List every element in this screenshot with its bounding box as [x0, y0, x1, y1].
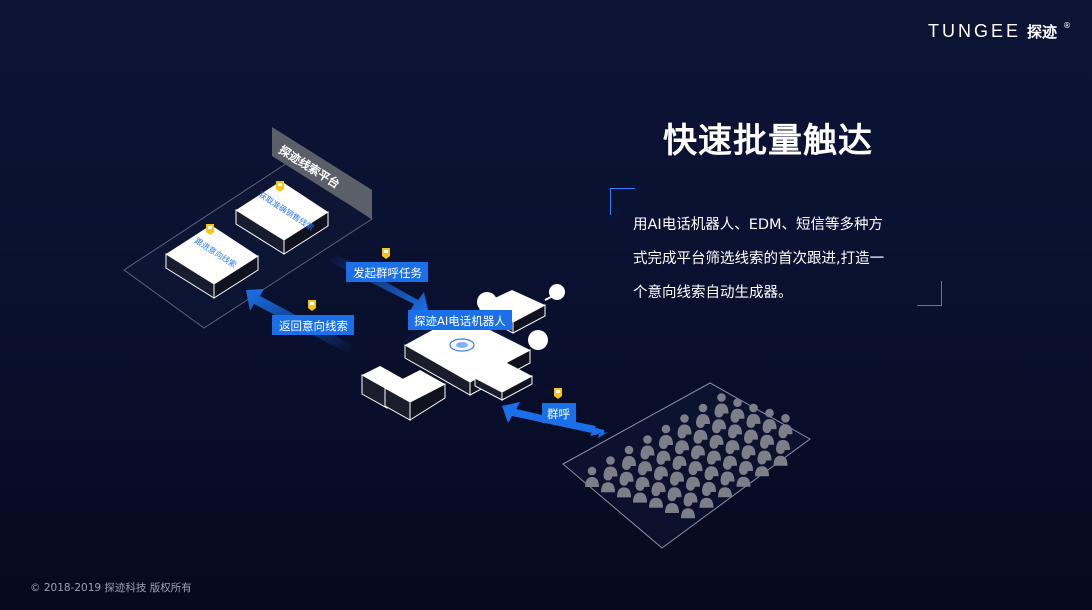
send-task-label: 发起群呼任务	[353, 266, 422, 280]
group-call-arrow: 群呼	[502, 388, 608, 438]
send-task-arrow: 发起群呼任务	[330, 248, 428, 311]
ai-phone-robot: 探迹AI电话机器人	[361, 284, 565, 421]
lead-platform: 探迹线索平台 获取准确销售线索 跟进意向线索	[123, 127, 373, 329]
robot-label: 探迹AI电话机器人	[414, 314, 506, 328]
copyright-text: © 2018-2019 探迹科技 版权所有	[30, 582, 192, 594]
description-text: 用AI电话机器人、EDM、短信等多种方 式完成平台筛选线索的首次跟进,打造一 个…	[633, 208, 933, 310]
description-box: 用AI电话机器人、EDM、短信等多种方 式完成平台筛选线索的首次跟进,打造一 个…	[610, 188, 942, 306]
registered-mark: ®	[1063, 20, 1072, 30]
slide-title: 快速批量触达	[663, 121, 873, 161]
description-line-2: 式完成平台筛选线索的首次跟进,打造一	[633, 251, 885, 267]
group-call-label: 群呼	[547, 407, 570, 421]
corner-bracket-bottom-right	[917, 281, 942, 306]
leads-box-follow: 跟进意向线索	[165, 224, 259, 299]
description-line-3: 个意向线索自动生成器。	[633, 285, 793, 301]
description-line-1: 用AI电话机器人、EDM、短信等多种方	[633, 217, 884, 233]
audience-group	[562, 382, 811, 549]
corner-bracket-top-left	[610, 188, 635, 215]
pin-icon	[554, 388, 562, 399]
pin-icon	[382, 248, 390, 259]
logo-text-en: TUNGEE	[928, 20, 1022, 41]
return-leads-label: 返回意向线索	[279, 319, 348, 333]
logo-text-cn: 探迹	[1027, 22, 1058, 41]
return-leads-arrow: 返回意向线索	[246, 289, 354, 353]
tungee-logo: TUNGEE 探迹 ®	[928, 18, 1071, 44]
pin-icon	[308, 300, 316, 311]
